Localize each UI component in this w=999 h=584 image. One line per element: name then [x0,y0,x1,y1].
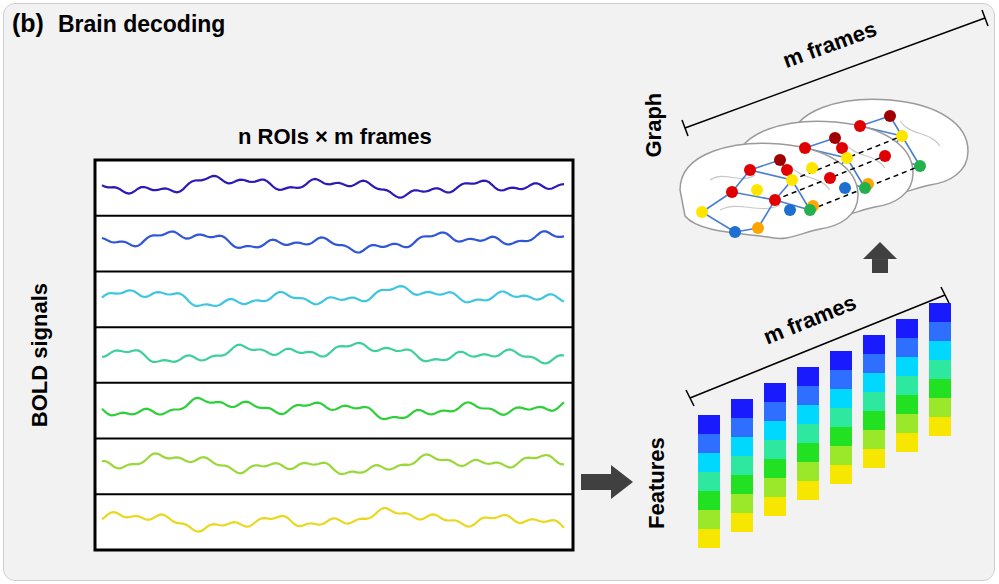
frames-label: m frames [760,291,860,350]
axis-label: BOLD signals [28,283,52,427]
diagram-title: Brain decoding [58,12,225,37]
graph-bracket [682,10,988,136]
figure-group: n ROIs × m framesBOLD signals [20,112,577,552]
axis-label: Graph [642,93,666,158]
signal-box [95,160,573,550]
panel-letter: (b) [12,10,44,38]
feature-columns [698,303,951,548]
bold-waves [95,176,573,532]
frames-label: m frames [780,17,880,73]
brain-graph [680,99,968,238]
flow-arrow [581,465,633,499]
flow-arrow [863,242,897,273]
figure-group: m framesFeatures [635,275,990,560]
axis-label: Features [645,437,669,529]
features-bracket [686,287,949,406]
matrix-heading: n ROIs × m frames [238,125,432,149]
figure-group: m framesGraph [640,5,992,240]
